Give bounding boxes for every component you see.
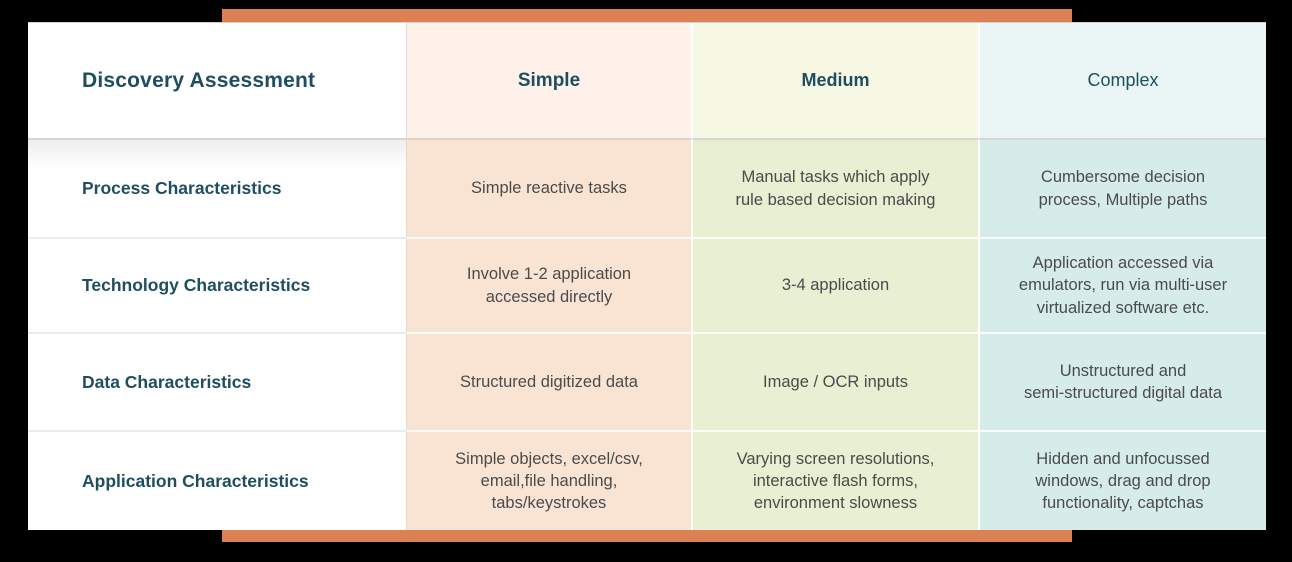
- row-label-process: Process Characteristics: [28, 138, 406, 237]
- cell-application-simple: Simple objects, excel/csv, email,file ha…: [406, 430, 691, 530]
- cell-technology-simple: Involve 1-2 application accessed directl…: [406, 237, 691, 332]
- row-label-data: Data Characteristics: [28, 332, 406, 430]
- row-label-application: Application Characteristics: [28, 430, 406, 530]
- cell-data-simple: Structured digitized data: [406, 332, 691, 430]
- cell-technology-complex: Application accessed via emulators, run …: [978, 237, 1266, 332]
- cell-process-complex: Cumbersome decision process, Multiple pa…: [978, 138, 1266, 237]
- row-label-technology: Technology Characteristics: [28, 237, 406, 332]
- cell-application-complex: Hidden and unfocussed windows, drag and …: [978, 430, 1266, 530]
- column-header-complex: Complex: [978, 23, 1266, 138]
- cell-technology-medium: 3-4 application: [691, 237, 978, 332]
- cell-data-medium: Image / OCR inputs: [691, 332, 978, 430]
- column-header-simple: Simple: [406, 23, 691, 138]
- cell-application-medium: Varying screen resolutions, interactive …: [691, 430, 978, 530]
- discovery-assessment-table: Discovery Assessment Simple Medium Compl…: [28, 22, 1266, 530]
- cell-data-complex: Unstructured and semi-structured digital…: [978, 332, 1266, 430]
- table-title: Discovery Assessment: [28, 23, 406, 138]
- column-header-medium: Medium: [691, 23, 978, 138]
- cell-process-simple: Simple reactive tasks: [406, 138, 691, 237]
- cell-process-medium: Manual tasks which apply rule based deci…: [691, 138, 978, 237]
